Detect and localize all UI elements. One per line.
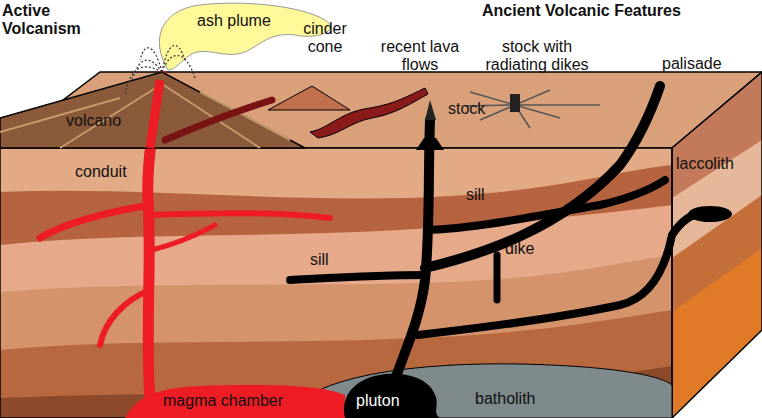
rock-layer — [672, 140, 762, 418]
feature-label: stock with radiating dikes — [472, 38, 602, 73]
rock-layer — [0, 310, 672, 418]
rock-layer — [672, 248, 762, 418]
feature-label: batholith — [475, 390, 536, 408]
rock-layer — [672, 195, 762, 418]
feature-label: sill — [310, 251, 329, 269]
feature-label: ash plume — [197, 12, 271, 30]
magma-chamber-shape — [125, 385, 345, 418]
stock-shape — [510, 94, 520, 112]
lava-flow-shape — [310, 88, 428, 138]
laccolith-shape — [688, 206, 732, 222]
feature-label: dike — [505, 240, 534, 258]
volcano-cone — [0, 72, 305, 148]
block-outline — [0, 148, 672, 418]
magma-conduit — [150, 80, 160, 148]
rock-layer — [672, 72, 762, 418]
feature-label: laccolith — [676, 155, 734, 173]
feature-label: pluton — [356, 392, 400, 410]
lava-dike — [165, 100, 272, 140]
stock-shape — [416, 138, 444, 150]
feature-label: stock — [448, 100, 485, 118]
heading: Active Volcanism — [2, 2, 98, 37]
rock-layer — [0, 148, 672, 418]
volcano-strata — [0, 84, 290, 148]
rock-layer — [0, 255, 672, 418]
batholith-shape — [290, 364, 672, 418]
feature-label: sill — [466, 186, 485, 204]
heading: Ancient Volcanic Features — [482, 2, 681, 20]
feature-label: palisade — [662, 55, 722, 73]
feature-label: magma chamber — [163, 392, 283, 410]
feature-label: cinder cone — [290, 20, 360, 55]
feature-label: volcano — [66, 112, 121, 130]
intrusions — [290, 86, 715, 380]
stock-shape — [425, 100, 436, 120]
feature-label: conduit — [75, 163, 127, 181]
eruption-spray — [125, 45, 195, 95]
block-outline — [672, 72, 762, 418]
feature-label: recent lava flows — [370, 38, 470, 73]
cinder-cone-shape — [268, 86, 350, 110]
